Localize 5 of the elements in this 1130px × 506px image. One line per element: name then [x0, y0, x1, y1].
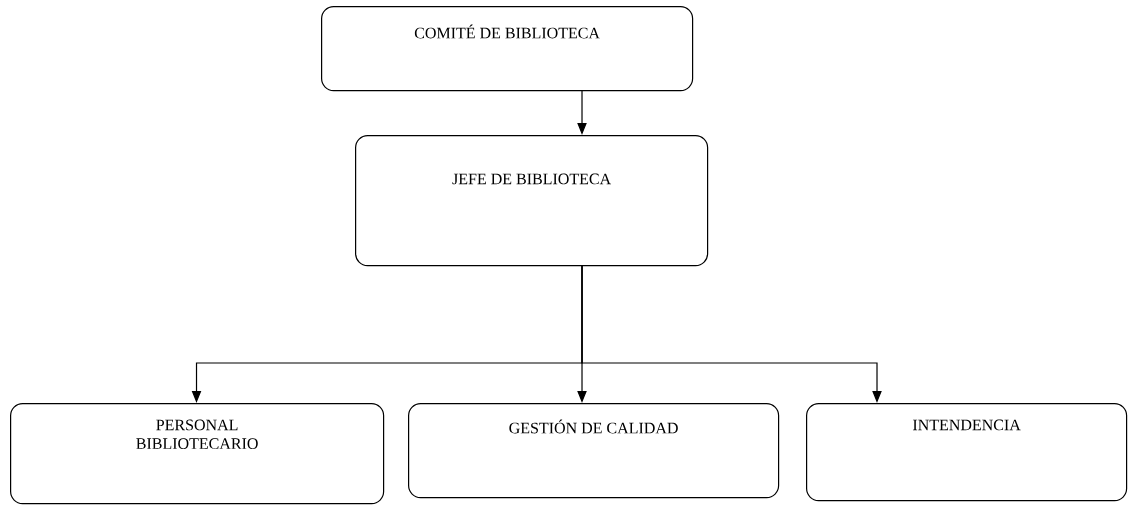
- org-box: INTENDENCIA: [806, 403, 1128, 502]
- org-box: PERSONAL BIBLIOTECARIO: [10, 403, 385, 505]
- org-box: GESTIÓN DE CALIDAD: [408, 403, 780, 499]
- org-box: COMITÉ DE BIBLIOTECA: [321, 6, 694, 92]
- org-box: JEFE DE BIBLIOTECA: [355, 135, 709, 267]
